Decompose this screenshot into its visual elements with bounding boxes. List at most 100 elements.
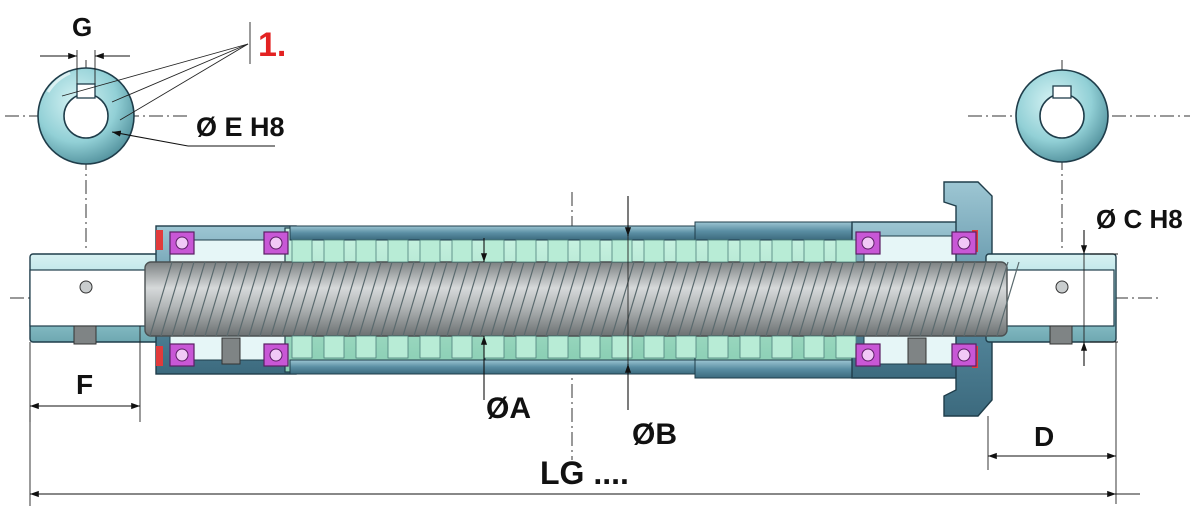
nut-tooth [355,335,377,359]
thread-line [864,261,888,337]
thread-line [578,261,602,337]
nut-tooth [323,239,345,263]
nut-tooth [355,239,377,263]
thread-line [611,261,635,337]
thread-line [237,261,261,337]
c-h8-label: Ø C H8 [1096,204,1183,234]
nut-tooth [739,239,761,263]
ball-bearing-icon [263,231,289,255]
thread-line [424,261,448,337]
nut-tooth [803,335,825,359]
a-label: ØA [486,392,531,425]
thread-line [842,261,866,337]
callout-leader-2 [111,43,249,103]
thread-line [314,261,338,337]
lg-label: LG .... [540,455,629,491]
thread-line [622,261,646,337]
thread-line [996,261,1020,337]
thread-line [655,261,679,337]
nut-tooth [291,335,313,359]
thread-line [490,261,514,337]
thread-line [589,261,613,337]
set-screw-icon [1049,325,1073,345]
screw-thread-lines [149,261,1020,337]
thread-line [897,261,921,337]
thread-line [457,261,481,337]
nut-tooth [611,239,633,263]
thread-line [468,261,492,337]
thread-line [149,261,173,337]
nut-tooth [643,335,665,359]
thread-line [644,261,668,337]
thread-line [347,261,371,337]
e-h8-leader [111,130,189,147]
nut-tooth [515,335,537,359]
thread-line [226,261,250,337]
thread-line [567,261,591,337]
g-label: G [72,12,92,42]
thread-line [182,261,206,337]
thread-line [853,261,877,337]
ball-bearing-icon [263,343,289,367]
nut-tooth [387,239,409,263]
thread-line [743,261,767,337]
thread-line [171,261,195,337]
thread-line [369,261,393,337]
thread-line [501,261,525,337]
nut-tooth [483,335,505,359]
thread-line [512,261,536,337]
nut-tooth [419,335,441,359]
main-section-view [10,181,1160,460]
thread-line [391,261,415,337]
ball-bearing-icon [951,343,977,367]
nut-tooth [291,239,313,263]
nut-tooth [451,335,473,359]
ball-bearing-icon [169,231,195,255]
thread-line [600,261,624,337]
d-label: D [1034,421,1054,452]
ball-bearing-icon [855,231,881,255]
thread-line [479,261,503,337]
nut-tooth [387,335,409,359]
nut-tooth [451,239,473,263]
left-section-view: G 1. Ø E H8 [5,12,286,250]
left-shaft-end [29,253,161,345]
thread-line [798,261,822,337]
thread-line [809,261,833,337]
thread-line [435,261,459,337]
thread-line [325,261,349,337]
nut-tooth [547,335,569,359]
thread-line [402,261,426,337]
nut-tooth [323,335,345,359]
ball-bearing-icon [855,343,881,367]
thread-line [633,261,657,337]
callout-leader-1 [61,43,249,97]
thread-line [875,261,899,337]
thread-line [303,261,327,337]
nut-tooth [419,239,441,263]
thread-line [545,261,569,337]
nut-tooth [547,239,569,263]
thread-line [204,261,228,337]
thread-line [963,261,987,337]
thread-line [831,261,855,337]
thread-line [446,261,470,337]
thread-line [358,261,382,337]
thread-line [710,261,734,337]
thread-line [380,261,404,337]
nut-tooth [579,335,601,359]
nut-tooth [611,335,633,359]
nut-tooth [515,239,537,263]
callout-leader-3 [119,43,249,121]
thread-line [699,261,723,337]
keyed-bore-section-icon [37,67,135,165]
thread-line [556,261,580,337]
thread-line [688,261,712,337]
nut-tooth [675,335,697,359]
ball-bearing-icon [169,343,195,367]
f-label: F [76,369,93,400]
right-shaft-end [985,253,1117,345]
thread-line [666,261,690,337]
set-screw-icon [1055,280,1069,294]
